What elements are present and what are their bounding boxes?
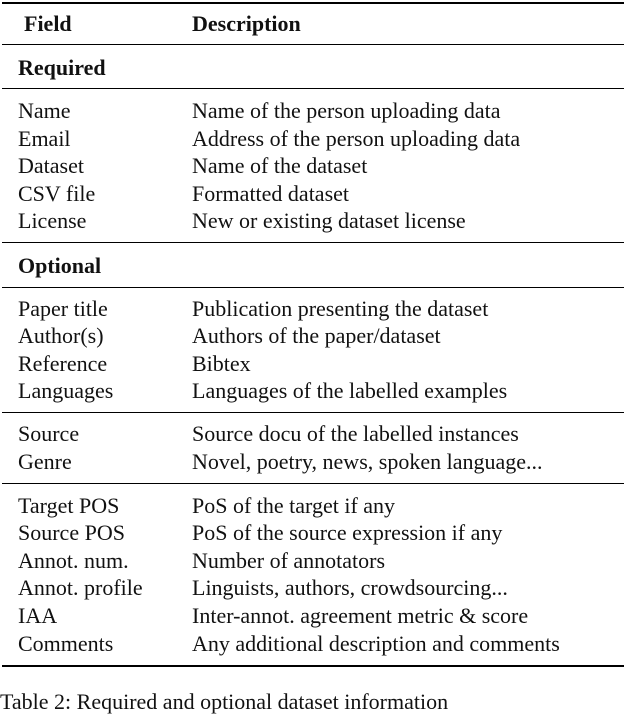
description-cell: Number of annotators — [192, 548, 386, 573]
section-rule-optional — [2, 287, 624, 288]
table-row: Target POS PoS of the target if any — [0, 492, 626, 519]
description-cell: Languages of the labelled examples — [192, 378, 508, 403]
description-cell: Name of the person uploading data — [192, 98, 501, 123]
description-cell: Any additional description and comments — [192, 631, 560, 656]
table-row: Reference Bibtex — [0, 350, 626, 377]
field-cell: Target POS — [18, 493, 120, 518]
group-rule — [2, 412, 624, 413]
table-row: CSV file Formatted dataset — [0, 180, 626, 207]
table-row: Source POS PoS of the source expression … — [0, 519, 626, 546]
section-rule-required — [2, 88, 624, 89]
field-cell: IAA — [18, 603, 58, 628]
description-cell: Source docu of the labelled instances — [192, 421, 519, 446]
header-rule — [2, 44, 624, 45]
field-cell: Reference — [18, 351, 108, 376]
field-cell: Annot. num. — [18, 548, 129, 573]
description-cell: New or existing dataset license — [192, 208, 466, 233]
group-rule — [2, 483, 624, 484]
table-header-row: Field Description — [0, 10, 626, 37]
description-cell: PoS of the target if any — [192, 493, 396, 518]
field-cell: Author(s) — [18, 323, 104, 348]
table-row: Comments Any additional description and … — [0, 630, 626, 657]
field-cell: Email — [18, 126, 71, 151]
field-cell: Paper title — [18, 296, 108, 321]
table-row: Annot. profile Linguists, authors, crowd… — [0, 574, 626, 601]
top-rule — [2, 2, 624, 4]
table-row: Dataset Name of the dataset — [0, 152, 626, 179]
table-row: IAA Inter-annot. agreement metric & scor… — [0, 602, 626, 629]
description-cell: Bibtex — [192, 351, 251, 376]
description-cell: Authors of the paper/dataset — [192, 323, 441, 348]
description-cell: Inter-annot. agreement metric & score — [192, 603, 529, 628]
field-cell: Languages — [18, 378, 114, 403]
header-field: Field — [24, 11, 72, 36]
section-rule — [2, 242, 624, 243]
section-title-required: Required — [18, 55, 106, 80]
section-title-optional: Optional — [18, 253, 102, 278]
field-cell: Source POS — [18, 520, 125, 545]
field-cell: CSV file — [18, 181, 96, 206]
field-cell: Comments — [18, 631, 114, 656]
field-cell: License — [18, 208, 87, 233]
table-row: Annot. num. Number of annotators — [0, 547, 626, 574]
table-row: Source Source docu of the labelled insta… — [0, 420, 626, 447]
table-row: Name Name of the person uploading data — [0, 97, 626, 124]
description-cell: Formatted dataset — [192, 181, 350, 206]
description-cell: Novel, poetry, news, spoken language... — [192, 449, 543, 474]
field-cell: Dataset — [18, 153, 84, 178]
table-row: Languages Languages of the labelled exam… — [0, 377, 626, 404]
table-row: License New or existing dataset license — [0, 207, 626, 234]
table-row: Email Address of the person uploading da… — [0, 125, 626, 152]
table-row: Paper title Publication presenting the d… — [0, 295, 626, 322]
header-description: Description — [192, 11, 301, 36]
field-cell: Annot. profile — [18, 575, 143, 600]
field-cell: Source — [18, 421, 80, 446]
field-cell: Name — [18, 98, 71, 123]
description-cell: Name of the dataset — [192, 153, 368, 178]
description-cell: Publication presenting the dataset — [192, 296, 489, 321]
table-row: Genre Novel, poetry, news, spoken langua… — [0, 448, 626, 475]
bottom-rule — [2, 665, 624, 667]
table-row: Author(s) Authors of the paper/dataset — [0, 322, 626, 349]
description-cell: PoS of the source expression if any — [192, 520, 503, 545]
description-cell: Linguists, authors, crowdsourcing... — [192, 575, 508, 600]
field-cell: Genre — [18, 449, 72, 474]
description-cell: Address of the person uploading data — [192, 126, 521, 151]
